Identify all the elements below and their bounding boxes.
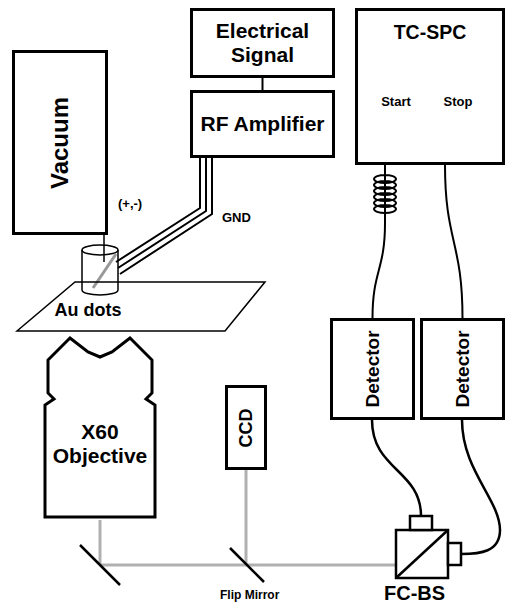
node-text: Start [368, 95, 424, 110]
vacuum-line [103, 235, 105, 262]
ccd-box: CCD [225, 385, 267, 470]
sample-cell-top [82, 245, 118, 255]
part-label: Flip Mirror [220, 588, 279, 602]
detector-box: Detector [420, 318, 505, 420]
node-text: Detector [452, 330, 474, 407]
flip-mirror [230, 548, 264, 582]
rf-wire [116, 158, 200, 262]
beam-splitter-cube [396, 530, 448, 578]
objective-lens: X60 Objective [40, 335, 160, 520]
node-text: Au dots [43, 300, 133, 321]
tcspc-box: TC-SPC Start Stop [355, 8, 505, 165]
node-text: Stop [430, 95, 486, 110]
fiber-port [448, 543, 461, 565]
amplifier-box: RF Amplifier [190, 90, 335, 158]
rf-wire [118, 158, 206, 268]
sample-plate: Au dots [15, 280, 267, 333]
node-text: TC-SPC [358, 21, 502, 43]
beam-splitter-diagonal [396, 530, 448, 578]
node-text: X60 Objective [45, 420, 155, 468]
part-label: GND [222, 210, 251, 225]
connector-line [373, 165, 397, 318]
part-label: FC-BS [384, 582, 445, 605]
node-text: Detector [362, 330, 384, 407]
vacuum-box: Vacuum [12, 50, 108, 235]
node-text: Electrical Signal [196, 19, 329, 67]
rf-wire [120, 158, 212, 274]
mirror [80, 545, 120, 585]
signal-box: Electrical Signal [190, 8, 335, 78]
node-text: CCD [236, 408, 257, 447]
fiber-port [410, 516, 432, 530]
detector-box: Detector [330, 318, 415, 420]
beam-path [245, 470, 248, 565]
node-text: Vacuum [46, 96, 74, 188]
connector-line [262, 78, 264, 90]
outline-path [17, 282, 265, 331]
plate-outline [15, 280, 267, 333]
part-label: (+,-) [118, 196, 142, 211]
sample-cell [82, 250, 118, 295]
connector-line [445, 165, 463, 318]
node-text: RF Amplifier [200, 112, 324, 136]
beam-path [99, 520, 102, 565]
optical-fiber [372, 420, 421, 516]
outline-path [45, 338, 155, 517]
optical-fiber [461, 420, 500, 554]
